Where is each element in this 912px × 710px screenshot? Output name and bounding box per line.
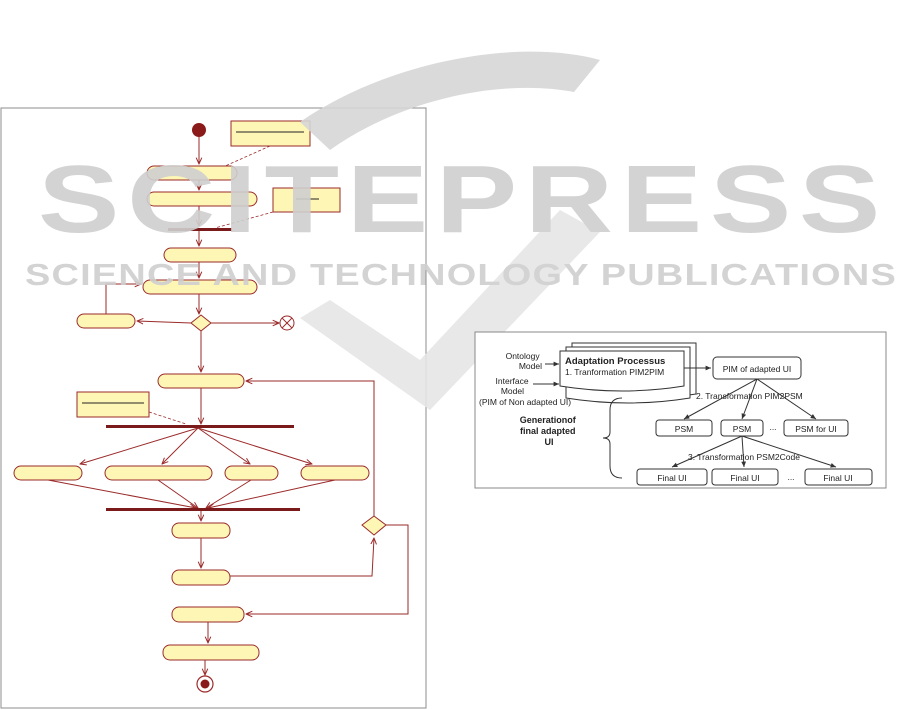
watermark-swoosh bbox=[300, 51, 600, 150]
edge-psm-final3 bbox=[741, 435, 837, 468]
psm-label-1: PSM bbox=[675, 424, 693, 434]
action-9 bbox=[162, 644, 260, 661]
flow-final-node bbox=[279, 315, 295, 331]
pim-adapted-label: PIM of adapted UI bbox=[723, 364, 792, 374]
final-label-3: Final UI bbox=[823, 473, 852, 483]
adaptation-diagram: Ontology Model Interface Model (PIM of N… bbox=[474, 331, 887, 489]
final-box-1 bbox=[636, 468, 708, 486]
action-left-loop bbox=[76, 313, 136, 329]
process-title: Adaptation Processus bbox=[565, 356, 665, 367]
sync-bar-1 bbox=[168, 228, 232, 231]
action-4 bbox=[142, 279, 258, 295]
edge-fork-p3 bbox=[197, 427, 250, 464]
input-interface-line1: Interface bbox=[496, 376, 529, 386]
step-3-label: 3. Transformation PSM2Code bbox=[688, 452, 800, 462]
psm-label-2: PSM bbox=[733, 424, 751, 434]
action-8 bbox=[171, 606, 245, 623]
psm-ellipsis: ... bbox=[769, 422, 776, 432]
parallel-action-4 bbox=[300, 465, 370, 481]
parallel-action-2 bbox=[104, 465, 213, 481]
generation-label: Generationof final adapted UI bbox=[520, 415, 579, 447]
edge-psm-final1 bbox=[671, 435, 743, 468]
input-ontology-line2: Model bbox=[519, 361, 542, 371]
fork-bar bbox=[106, 425, 294, 428]
psm-box-3 bbox=[783, 419, 849, 437]
activity-final-node bbox=[196, 675, 214, 693]
edge-dec2-exit bbox=[246, 524, 409, 614]
generation-line3: UI bbox=[545, 437, 554, 447]
edge-a7-dec2 bbox=[230, 538, 374, 577]
generation-line1: Generationof bbox=[520, 415, 577, 425]
edge-p2-join bbox=[157, 479, 198, 508]
final-ellipsis: ... bbox=[787, 472, 794, 482]
parallel-action-3 bbox=[224, 465, 279, 481]
edge-p4-join bbox=[208, 479, 336, 508]
process-doc-front bbox=[559, 350, 685, 392]
step-2-label: 2. Transformation PIM2PSM bbox=[696, 391, 803, 401]
edge-p1-join bbox=[47, 479, 196, 508]
final-box-3 bbox=[804, 468, 873, 486]
edge-psm-final2 bbox=[741, 435, 747, 468]
decision-2 bbox=[361, 515, 387, 536]
edge-left-loop-back bbox=[105, 284, 141, 314]
note-3 bbox=[76, 391, 150, 418]
join-bar bbox=[106, 508, 300, 511]
input-pim-label: (PIM of Non adapted UI) bbox=[479, 397, 571, 407]
action-1 bbox=[146, 165, 238, 181]
note-1 bbox=[230, 120, 311, 147]
input-interface-line2: Model bbox=[501, 386, 524, 396]
initial-node bbox=[192, 123, 206, 137]
input-ontology-label: Ontology Model bbox=[506, 351, 543, 371]
watermark-title: SCITEPRESS bbox=[38, 146, 888, 253]
action-2 bbox=[146, 191, 258, 207]
watermark-check bbox=[300, 210, 600, 410]
action-6 bbox=[171, 522, 231, 539]
edge-p3-join bbox=[206, 479, 252, 508]
watermark: SCITEPRESS SCIENCE AND TECHNOLOGY PUBLIC… bbox=[25, 51, 897, 410]
edge-dec1-left bbox=[137, 321, 192, 323]
edge-dec2-loop bbox=[246, 381, 375, 516]
activity-diagram bbox=[0, 107, 427, 709]
action-5 bbox=[157, 373, 245, 389]
edge-pim-psm3 bbox=[756, 378, 817, 420]
action-3 bbox=[163, 247, 237, 263]
psm-label-3: PSM for UI bbox=[795, 424, 837, 434]
final-box-2 bbox=[711, 468, 779, 486]
edge-pim-psm1 bbox=[683, 378, 758, 420]
edge-fork-p2 bbox=[162, 427, 199, 464]
note-3-link bbox=[148, 411, 187, 425]
edge-fork-p4 bbox=[197, 427, 312, 464]
note-2-link bbox=[214, 211, 274, 229]
edge-fork-p1 bbox=[80, 427, 199, 464]
final-label-2: Final UI bbox=[730, 473, 759, 483]
generation-brace bbox=[602, 397, 623, 479]
input-interface-label: Interface Model bbox=[496, 376, 531, 396]
psm-box-1 bbox=[655, 419, 713, 437]
input-ontology-line1: Ontology bbox=[506, 351, 541, 361]
final-label-1: Final UI bbox=[657, 473, 686, 483]
edge-pim-psm2 bbox=[741, 378, 758, 420]
watermark-subtitle: SCIENCE AND TECHNOLOGY PUBLICATIONS bbox=[25, 257, 897, 292]
generation-line2: final adapted bbox=[520, 426, 576, 436]
action-7 bbox=[171, 569, 231, 586]
note-2 bbox=[272, 187, 341, 213]
process-step-1: 1. Tranformation PIM2PIM bbox=[565, 367, 664, 377]
parallel-action-1 bbox=[13, 465, 83, 481]
